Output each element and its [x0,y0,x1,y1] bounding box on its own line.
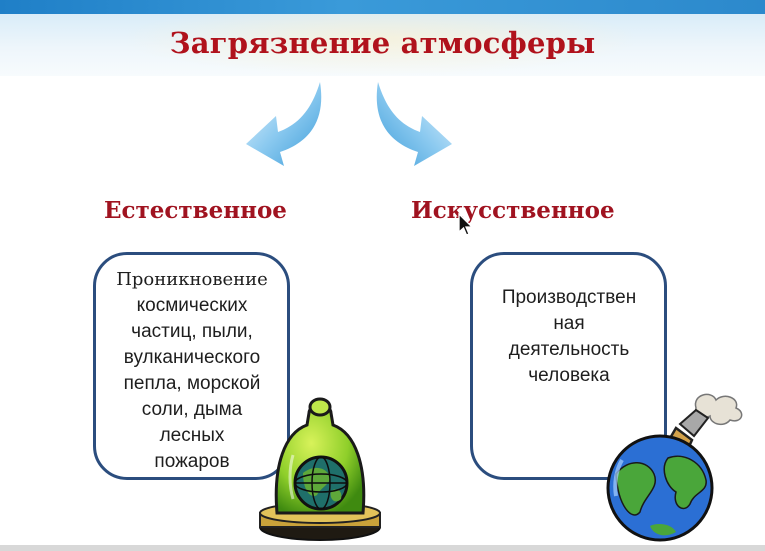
bottom-bar [0,545,765,551]
slide-title: Загрязнение атмосферы [169,26,596,60]
natural-line: пожаров [154,451,230,472]
natural-sources-text: Проникновение космических частиц, пыли, … [106,267,278,475]
natural-line: пепла, морской [123,373,261,394]
natural-line: космических [136,295,248,316]
globe-in-bell-jar-icon [259,397,381,541]
header-glow [120,14,640,76]
natural-sources-card: Проникновение космических частиц, пыли, … [93,252,290,480]
artificial-line: ная [553,313,585,334]
artificial-line: деятельность [508,339,630,360]
artificial-line: Производствен [501,287,637,308]
natural-line: лесных [159,425,225,446]
curved-arrow-down-right-icon [376,82,452,166]
natural-line: вулканического [123,347,261,368]
natural-line: частиц, пыли, [131,321,253,342]
mouse-cursor-icon [458,213,474,236]
natural-line: соли, дыма [141,399,243,420]
natural-first-line: Проникновение [116,269,268,290]
heading-natural: Естественное [104,197,287,224]
globe-with-chimney-icon [606,393,743,542]
artificial-line: человека [528,365,610,386]
top-accent-bar [0,0,765,14]
curved-arrow-down-left-icon [246,82,322,166]
artificial-sources-text: Производствен ная деятельность человека [479,285,659,389]
heading-artificial: Искусственное [411,197,615,224]
